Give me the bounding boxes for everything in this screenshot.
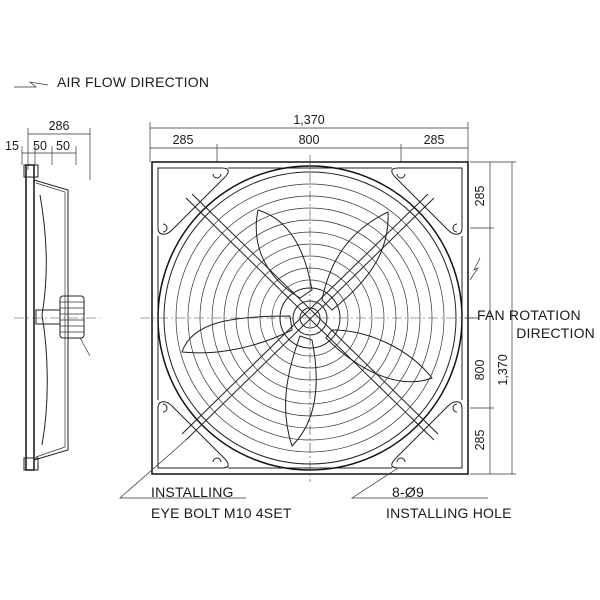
mounting-holes (162, 173, 458, 463)
side-blade-profile (39, 194, 48, 446)
side-hub (35, 309, 61, 325)
side-eyebolt-top (23, 164, 39, 178)
fan-blades (181, 209, 433, 447)
corner-gussets (157, 167, 463, 469)
hole-line1: 8-Ø9 (392, 484, 424, 500)
hole-leader (350, 467, 488, 499)
side-depth-a: 15 (5, 139, 19, 153)
fan-blade (255, 209, 313, 299)
rotation-line2: DIRECTION (516, 325, 595, 341)
airflow-arrow-icon (14, 81, 49, 88)
fan-blade (325, 329, 433, 383)
eyebolt-line1: INSTALLING (151, 484, 234, 500)
width-right-label: 285 (424, 133, 445, 147)
airflow-legend: AIR FLOW DIRECTION (14, 74, 209, 90)
height-center-label: 800 (473, 360, 487, 381)
width-left-label: 285 (173, 133, 194, 147)
overall-height-label: 1,370 (496, 354, 510, 385)
side-eyebolt-bottom (23, 457, 39, 471)
eyebolt-line2: EYE BOLT M10 4SET (151, 505, 292, 521)
height-bottom-label: 285 (473, 430, 487, 451)
fan-blade (285, 335, 317, 447)
eyebolt-leader (119, 439, 246, 499)
side-depth-label: 286 (49, 119, 70, 133)
airflow-label: AIR FLOW DIRECTION (57, 74, 209, 90)
rotation-line1: FAN ROTATION (477, 307, 581, 323)
side-depth-b: 50 (33, 139, 47, 153)
side-depth-c: 50 (56, 139, 70, 153)
front-view: 1,370 285 800 285 285 800 285 1,370 (140, 113, 516, 482)
hole-line2: INSTALLING HOLE (386, 505, 512, 521)
side-view: 286 15 50 50 (5, 119, 100, 471)
overall-width-label: 1,370 (293, 113, 324, 127)
rotation-arrow-icon (469, 257, 481, 281)
height-top-label: 285 (473, 186, 487, 207)
width-center-label: 800 (299, 133, 320, 147)
fan-blade (181, 315, 293, 354)
callouts: FAN ROTATION DIRECTION INSTALLING EYE BO… (119, 307, 595, 521)
side-frame-plate (25, 164, 35, 471)
fan-blade (321, 211, 389, 311)
side-cable (79, 337, 91, 357)
side-guard-inner (35, 182, 66, 458)
side-motor-fins (60, 301, 84, 333)
